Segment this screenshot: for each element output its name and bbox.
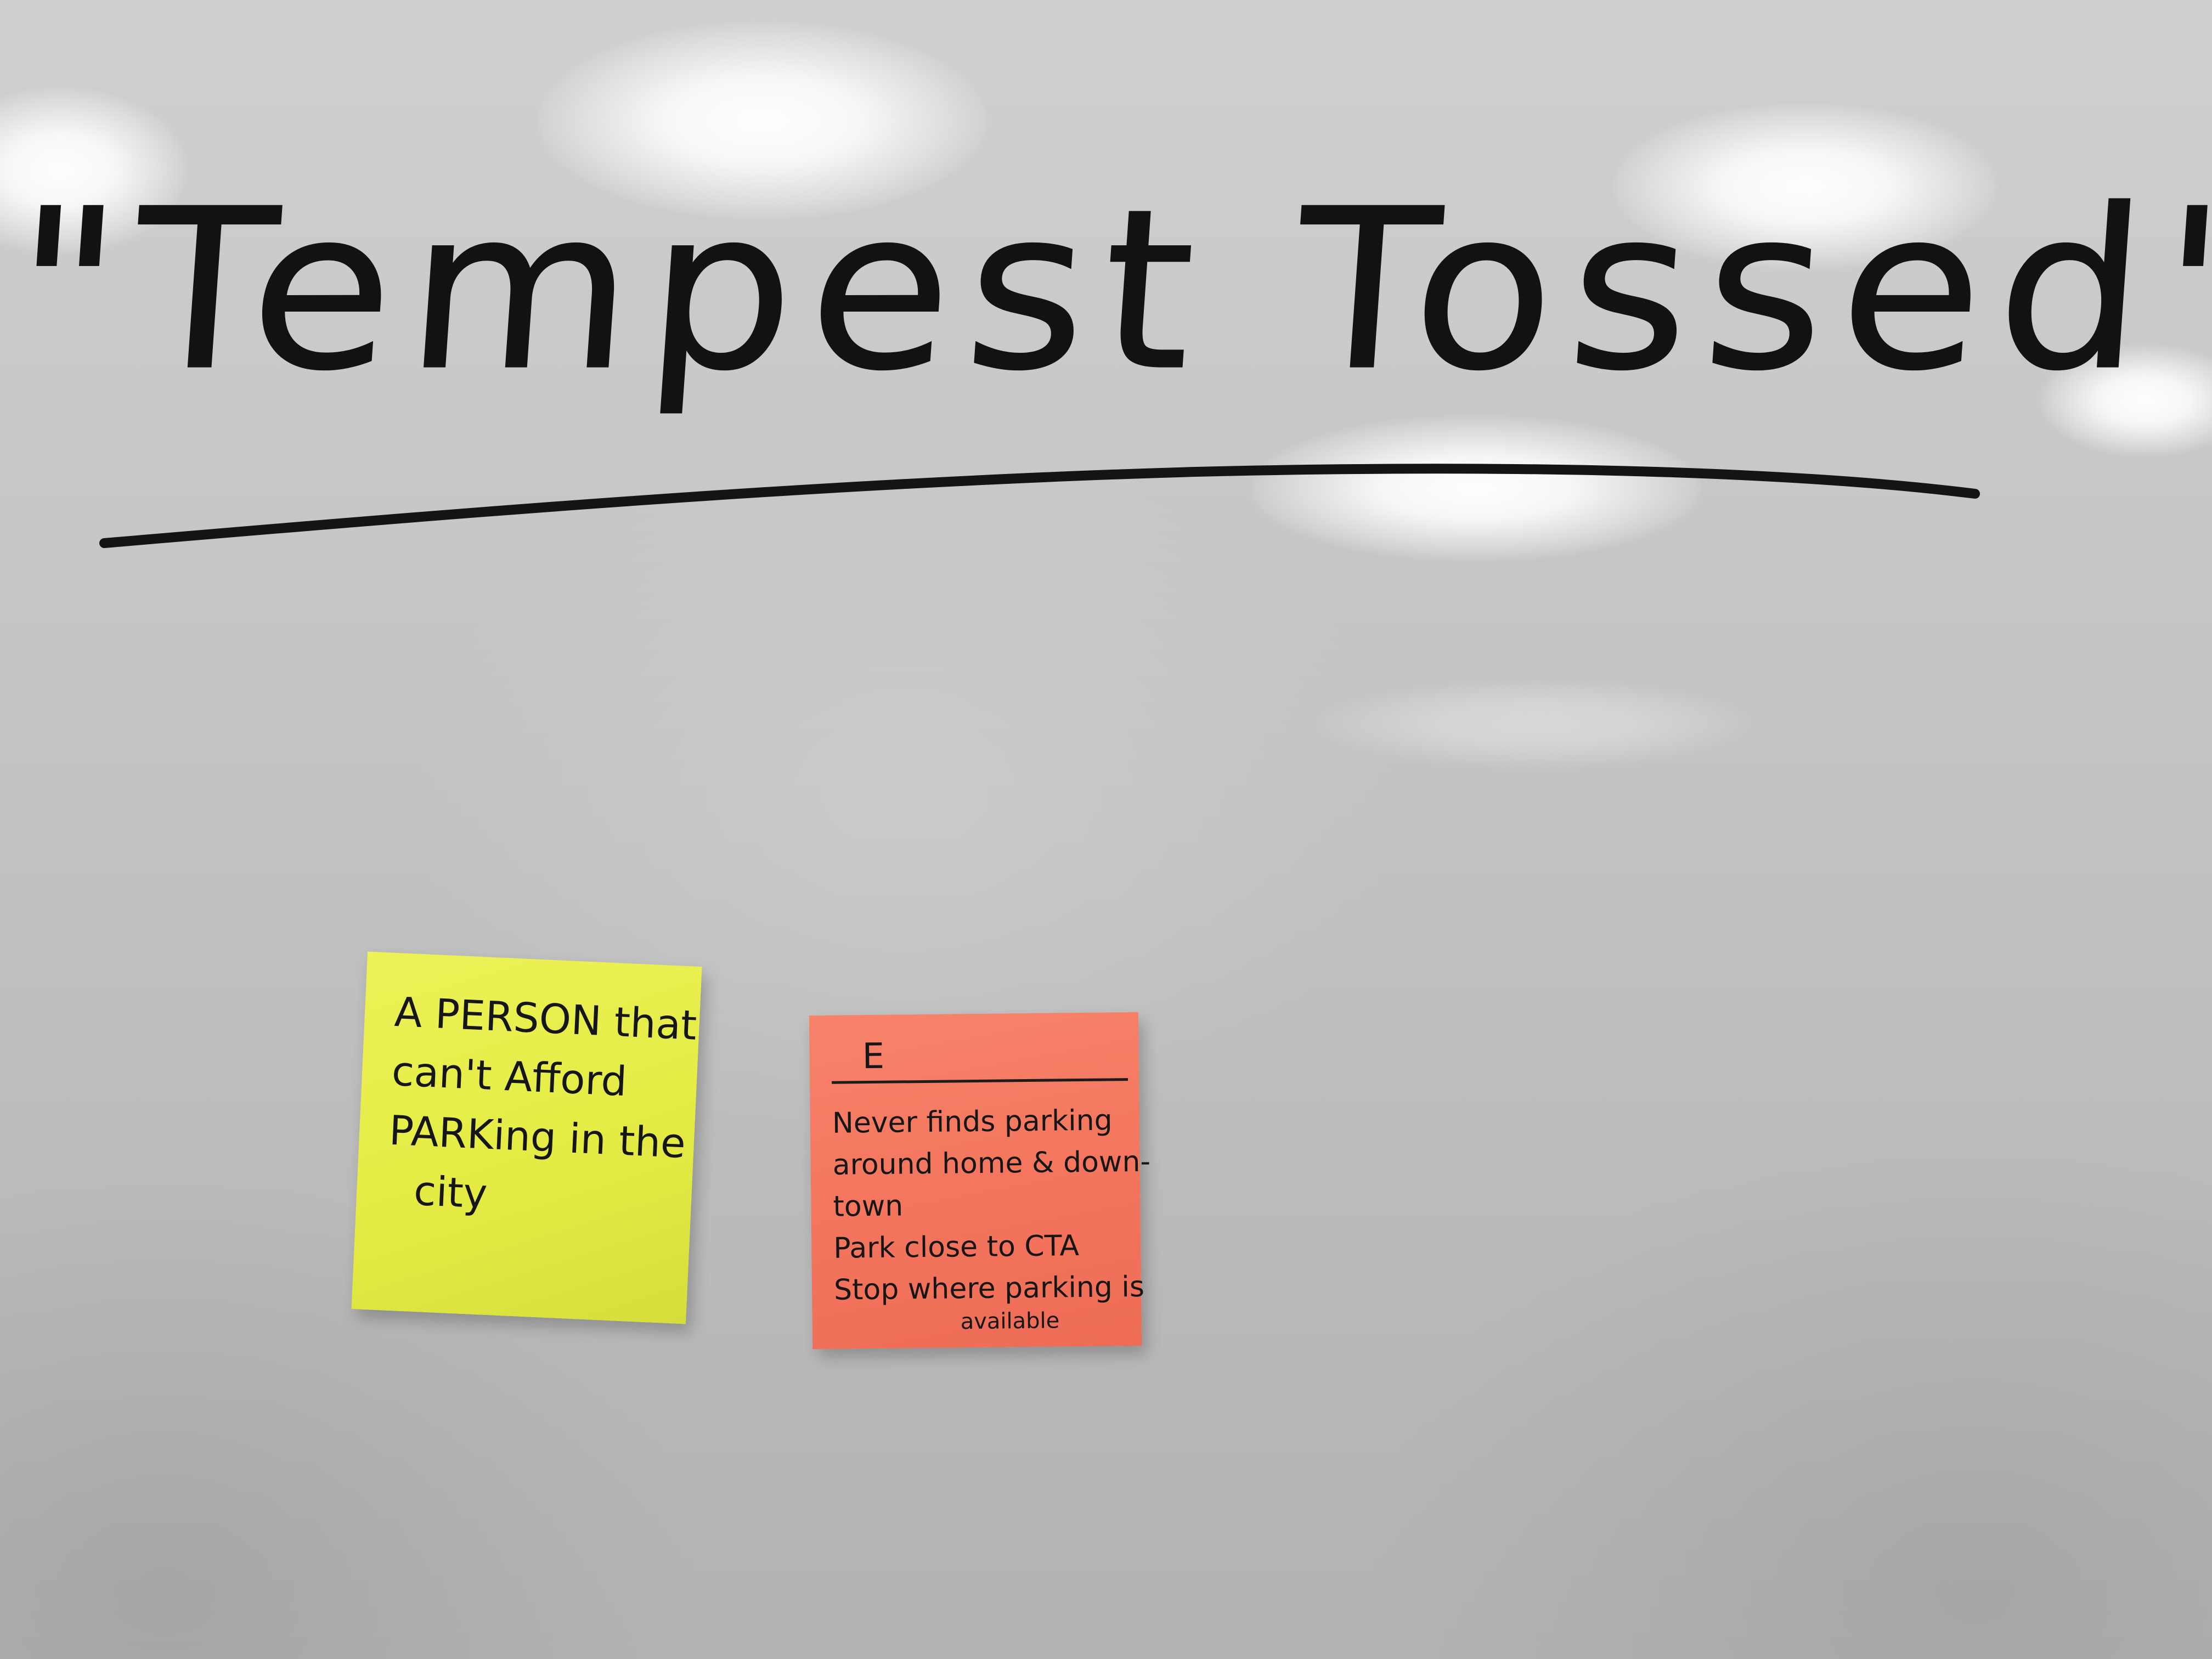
note-text-line: Park close to CTA	[833, 1229, 1080, 1265]
note-text-line: town	[833, 1189, 904, 1223]
note-header: E	[862, 1036, 885, 1077]
light-glare	[538, 22, 988, 219]
sticky-note-pink: E Never finds parking around home & down…	[809, 1012, 1151, 1350]
note-divider	[832, 1078, 1128, 1084]
board-heading: "Tempest Tossed"	[4, 161, 2212, 420]
note-text-line: around home & down-	[832, 1145, 1151, 1182]
light-glare	[1251, 417, 1701, 560]
heading-underline	[99, 464, 1980, 548]
light-glare	[1613, 104, 1997, 269]
sticky-note-yellow: A PERSON that can't Afford PARKing in th…	[351, 951, 702, 1324]
note-text-line: available	[960, 1308, 1060, 1335]
note-text-line: Stop where parking is	[833, 1270, 1145, 1307]
light-glare	[1317, 680, 1756, 768]
light-glare	[2041, 346, 2212, 455]
note-text-line: Never finds parking	[832, 1104, 1113, 1140]
